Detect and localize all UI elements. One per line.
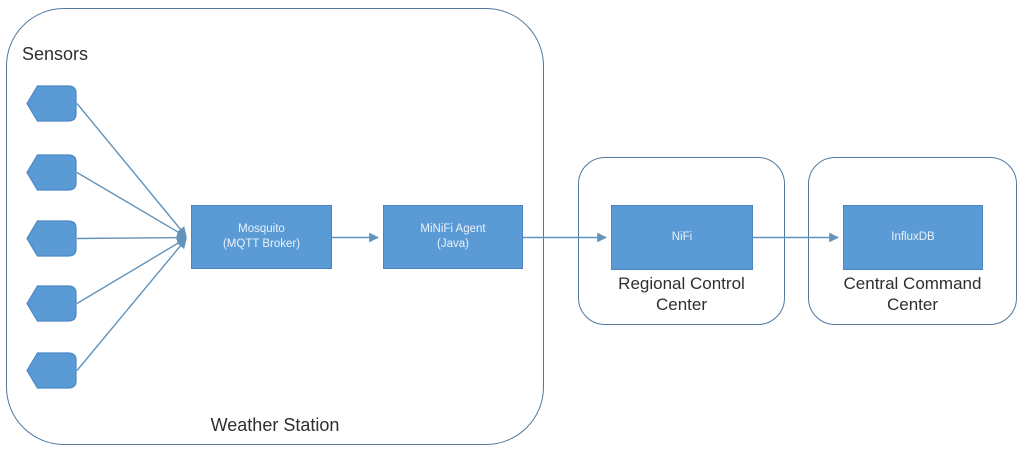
central-command-center-container: Central Command Center xyxy=(808,157,1017,325)
weather-station-title: Weather Station xyxy=(210,415,340,435)
nifi-node: NiFi xyxy=(611,205,753,270)
mosquito-node: Mosquito (MQTT Broker) xyxy=(191,205,332,269)
weather-station-container: Weather Station xyxy=(6,8,544,445)
sensors-label: Sensors xyxy=(22,44,89,64)
central-command-center-title: Central Command Center xyxy=(843,274,982,314)
regional-control-center-container: Regional Control Center xyxy=(578,157,785,325)
minifi-agent-node: MiNiFi Agent (Java) xyxy=(383,205,523,269)
regional-control-center-title: Regional Control Center xyxy=(618,274,745,314)
influxdb-node: InfluxDB xyxy=(843,205,983,270)
